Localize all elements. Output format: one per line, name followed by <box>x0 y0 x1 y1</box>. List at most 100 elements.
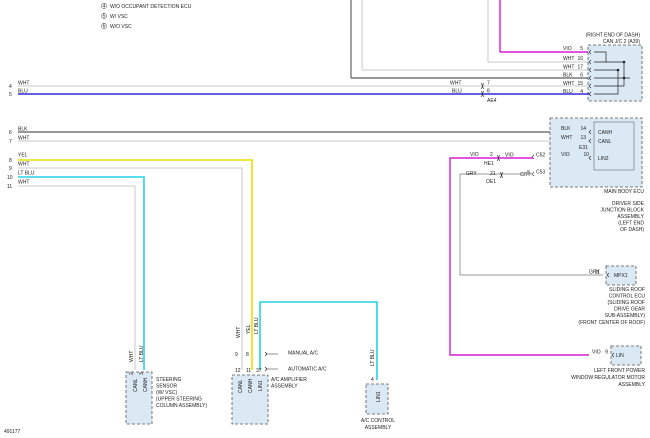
ref-wire-9: WHT <box>18 162 29 168</box>
mbe-c53-pin: 5 <box>527 170 530 176</box>
legend-text-2: W/ VSC <box>110 14 128 20</box>
can-jc-box <box>587 44 643 102</box>
ac-control: LT BLU 4 LIN1 A/C CONTROL ASSEMBLY <box>361 349 395 431</box>
steer-label-2: (W/ VSC) <box>156 390 177 396</box>
ae4-pin-top: 7 <box>487 81 490 87</box>
mpx1-label-4: SUB-ASSEMBLY) <box>605 313 646 319</box>
acamp-pin-3: 12 <box>235 368 241 374</box>
window-regulator-motor: LIN VIO 9 LEFT FRONT POWER WINDOW REGULA… <box>571 345 646 388</box>
acamp-label-0: A/C AMPLIFIER <box>271 377 307 383</box>
mbe-wire-2: WHT <box>561 135 572 141</box>
mbe-label-0: MAIN BODY ECU <box>604 189 644 195</box>
can-jc-wire-3: WHT <box>563 65 574 71</box>
acamp-label-1: ASSEMBLY <box>271 384 298 390</box>
mbe-sig-3: LIN2 <box>598 156 609 162</box>
can-jc-title-1: (RIGHT END OF DASH) <box>586 33 641 39</box>
ac-amplifier: WHT YEL LT BLU 9 8 MANUAL A/C AUTOMATIC … <box>231 301 378 425</box>
diagram-id: 491177 <box>4 429 21 435</box>
lin-label-1: WINDOW REGULATOR MOTOR <box>571 375 645 381</box>
mbe-label-2: JUNCTION BLOCK <box>600 208 644 214</box>
can-jc-pin-6: 4 <box>580 89 583 95</box>
top-harness <box>350 0 589 79</box>
main-body-ecu: BLK 14 CANH WHT 13 CANL E31 VIO 10 LIN2 … <box>520 117 645 233</box>
can-jc-pin-3: 17 <box>577 65 583 71</box>
ae4-pin-bot: 8 <box>487 89 490 95</box>
he1-pin: 2 <box>490 152 493 158</box>
lin-pin: 9 <box>605 350 608 356</box>
acamp-pin-5: 37 <box>256 368 262 374</box>
ref-num-8: 8 <box>9 158 12 164</box>
acamp-pin-4: 11 <box>246 368 251 374</box>
can-jc-wire-2: WHT <box>563 56 574 62</box>
steer-label-3: (UPPER STEERING <box>156 397 202 403</box>
ref-wire-8: YEL <box>18 153 28 159</box>
harness-rows-6-7: 6 BLK 7 WHT <box>9 127 590 145</box>
can-jc-wire-1: VIO <box>563 46 572 52</box>
steer-wire-2: LT BLU <box>139 345 145 362</box>
mpx1-label-0: SLIDING ROOF <box>609 287 645 293</box>
ref-num-4: 4 <box>9 84 12 90</box>
ref-num-9: 9 <box>9 166 12 172</box>
acamp-automatic: AUTOMATIC A/C <box>288 367 327 373</box>
acctrl-label-1: ASSEMBLY <box>365 425 392 431</box>
acctrl-box <box>365 383 389 415</box>
ref-wire-4: WHT <box>18 81 29 87</box>
can-jc-pin-5: 15 <box>577 81 583 87</box>
can-jc-pin-1: 5 <box>580 46 583 52</box>
acctrl-label-0: A/C CONTROL <box>361 418 395 424</box>
can-jc-pin-4: 6 <box>580 73 583 79</box>
steer-label-1: SENSOR <box>156 384 178 390</box>
mbe-c52: C52 <box>536 153 545 159</box>
legend-text-3: W/O VSC <box>110 24 132 30</box>
acamp-manual: MANUAL A/C <box>288 351 318 357</box>
mbe-label-5: OF DASH) <box>620 227 644 233</box>
ref-wire-11: WHT <box>18 180 29 186</box>
steer-sig-1: CANL <box>133 378 139 392</box>
mbe-wire-1: BLK <box>561 126 571 132</box>
legend-num-2: 5 <box>103 14 106 20</box>
steer-label-4: COLUMN ASSEMBLY) <box>156 403 207 409</box>
mbe-wire-3: VIO <box>561 152 570 158</box>
mpx1-label-3: DRIVE GEAR <box>614 307 645 313</box>
ref-num-6: 6 <box>9 130 12 136</box>
ref-num-10: 10 <box>7 175 13 181</box>
legend: 4 W/O OCCUPANT DETECTION ECU 5 W/ VSC 6 … <box>101 3 192 30</box>
acamp-sig-1: CANL <box>238 379 244 393</box>
steer-pin-2: 3 <box>139 372 145 375</box>
mpx1-name: MPX1 <box>614 273 628 279</box>
ref-wire-10: LT BLU <box>18 171 35 177</box>
lin-harness: VIO 2 HE1 VIO GRY 21 OE1 <box>449 152 603 356</box>
acamp-box <box>231 374 269 425</box>
harness-rows-4-5: 4 WHT 5 BLU WHT 7 BLU 8 AE4 <box>9 81 589 104</box>
mpx1-label-2: (SLIDING ROOF <box>607 300 645 306</box>
ref-wire-5: BLU <box>18 89 28 95</box>
acamp-wire-2: YEL <box>246 324 252 334</box>
ref-num-7: 7 <box>9 139 12 145</box>
steer-box <box>125 371 153 425</box>
ae4-name: AE4 <box>487 98 497 104</box>
acamp-sig-2: CANH <box>248 378 254 393</box>
can-jc-wire-4: BLK <box>563 73 573 79</box>
mbe-pin-2: 13 <box>580 135 586 141</box>
lin-name: LIN <box>616 353 624 359</box>
mpx1-pin: 11 <box>595 270 600 276</box>
steer-wire-1: WHT <box>129 351 135 362</box>
acamp-sig-3: LIN1 <box>258 380 264 391</box>
legend-text-1: W/O OCCUPANT DETECTION ECU <box>110 4 192 10</box>
harness-rows-8-11: 8 YEL 9 WHT 10 LT BLU 11 WHT <box>7 153 253 370</box>
ref-num-11: 11 <box>7 184 12 190</box>
acamp-wire-3: LT BLU <box>254 317 260 334</box>
he1-wire: VIO <box>470 152 479 158</box>
ref-wire-7: WHT <box>18 136 29 142</box>
ae4-wire-top: WHT <box>450 81 461 87</box>
mbe-pin-1: 14 <box>580 126 586 132</box>
mbe-c53: C53 <box>536 170 545 176</box>
can-jc-wire-5: WHT <box>563 81 574 87</box>
ref-wire-6: BLK <box>18 127 28 133</box>
lin-label-2: ASSEMBLY <box>618 382 645 388</box>
mpx1-box <box>605 265 637 286</box>
mbe-sig-2: CANL <box>598 139 612 145</box>
lin-wire: VIO <box>592 350 601 356</box>
he1-name: HE1 <box>484 161 494 167</box>
